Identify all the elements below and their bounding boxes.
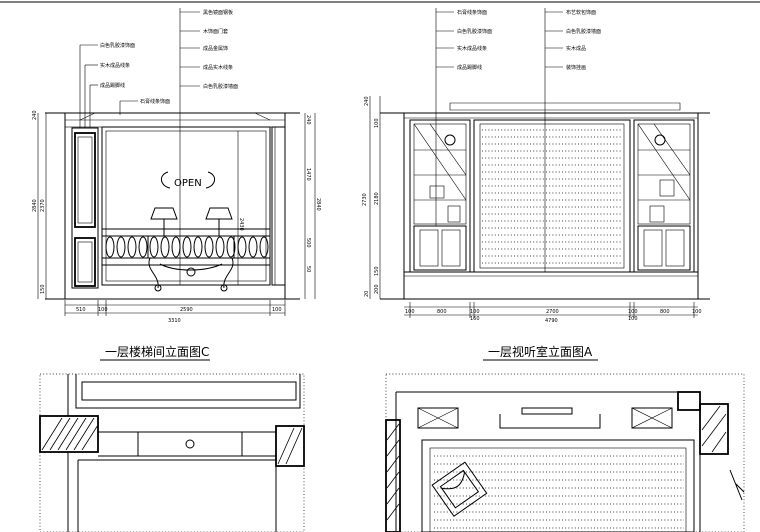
- svg-text:白色乳胶漆饰面: 白色乳胶漆饰面: [100, 42, 135, 49]
- right-dims-bottom: 100 800 100 2700 100 800 100 160 100 479…: [404, 302, 702, 324]
- title-left: 一层楼梯间立面图C: [105, 344, 209, 359]
- left-door-opening: [101, 126, 271, 286]
- svg-text:黑色镜面钢板: 黑色镜面钢板: [203, 9, 233, 16]
- plan-right: [385, 373, 745, 532]
- svg-text:800: 800: [660, 309, 670, 315]
- svg-text:成品踢脚线: 成品踢脚线: [100, 82, 125, 89]
- svg-text:2840: 2840: [315, 198, 321, 211]
- svg-text:100: 100: [628, 316, 638, 322]
- svg-text:石膏线条饰面: 石膏线条饰面: [140, 98, 170, 105]
- svg-text:100: 100: [405, 309, 415, 315]
- title-right: 一层视听室立面图A: [488, 344, 593, 359]
- svg-text:800: 800: [437, 309, 447, 315]
- console-table: [147, 235, 235, 259]
- svg-text:白色乳胶漆墙面: 白色乳胶漆墙面: [566, 28, 601, 35]
- right-notes-right: 布艺软包饰面 白色乳胶漆墙面 实木成品 装饰挂画: [545, 9, 601, 71]
- svg-text:100: 100: [628, 309, 638, 315]
- svg-text:100: 100: [692, 309, 702, 315]
- lamp-shade-left: [150, 207, 178, 220]
- right-notes-left: 石膏线条饰面 白色乳胶漆饰面 实木成品线条 成品踢脚线: [436, 9, 492, 71]
- left-notes-top: 黑色镜面钢板 木饰面门套 成品金属饰 成品实木线条 白色乳胶漆墙面: [180, 9, 238, 90]
- sign-text: OPEN: [174, 178, 202, 189]
- left-dims-left: 240 2370 2840 150: [32, 110, 47, 299]
- svg-text:510: 510: [76, 307, 86, 313]
- svg-text:3310: 3310: [168, 318, 181, 324]
- svg-text:2730: 2730: [362, 193, 368, 206]
- svg-text:布艺软包饰面: 布艺软包饰面: [566, 9, 596, 16]
- left-cabinet: [409, 119, 471, 273]
- svg-text:成品实木线条: 成品实木线条: [203, 64, 233, 71]
- center-soft-panel: [473, 119, 631, 273]
- svg-text:50: 50: [305, 266, 311, 272]
- left-notes-left: 白色乳胶漆饰面 实木成品线条 成品踢脚线 石膏线条饰面: [79, 42, 170, 128]
- left-elevation: OPEN 2430 黑色镜面钢板 木: [32, 8, 321, 361]
- svg-text:4790: 4790: [545, 318, 558, 324]
- balustrade: [101, 228, 271, 266]
- armchair-plan: [431, 461, 488, 517]
- svg-text:2840: 2840: [32, 199, 38, 212]
- svg-text:160: 160: [470, 316, 480, 322]
- right-dims-left: 240 100 2180 2730 150 200 20: [362, 96, 381, 299]
- plan-left: [39, 373, 305, 532]
- svg-text:实木成品: 实木成品: [566, 45, 586, 52]
- left-dims-right: 240 1470 2840 500 50: [304, 113, 321, 299]
- svg-text:150: 150: [374, 266, 380, 276]
- svg-text:100: 100: [272, 307, 282, 313]
- svg-text:成品踢脚线: 成品踢脚线: [457, 64, 482, 71]
- svg-text:实木成品线条: 实木成品线条: [457, 45, 487, 52]
- svg-text:木饰面门套: 木饰面门套: [203, 28, 228, 35]
- svg-text:150: 150: [40, 284, 46, 294]
- left-wall-panel: [71, 127, 99, 289]
- svg-text:1470: 1470: [305, 168, 311, 181]
- left-dims-bottom: 510 100 2590 100 3310: [64, 300, 286, 324]
- svg-text:石膏线条饰面: 石膏线条饰面: [457, 9, 487, 16]
- svg-text:500: 500: [305, 238, 311, 248]
- svg-text:240: 240: [364, 96, 370, 106]
- svg-text:100: 100: [374, 118, 380, 128]
- console-plan: [137, 431, 243, 457]
- svg-text:白色乳胶漆饰面: 白色乳胶漆饰面: [457, 28, 492, 35]
- svg-text:2180: 2180: [374, 192, 380, 205]
- dim-inner: 2430: [238, 218, 244, 231]
- svg-text:2370: 2370: [40, 199, 46, 212]
- svg-text:100: 100: [98, 307, 108, 313]
- svg-text:成品金属饰: 成品金属饰: [203, 45, 228, 52]
- lamp-shade-right: [205, 207, 233, 220]
- svg-text:240: 240: [305, 115, 311, 125]
- svg-text:实木成品线条: 实木成品线条: [100, 62, 130, 69]
- svg-text:240: 240: [32, 110, 38, 120]
- svg-text:白色乳胶漆墙面: 白色乳胶漆墙面: [203, 83, 238, 90]
- svg-text:装饰挂画: 装饰挂画: [566, 64, 586, 71]
- svg-text:2590: 2590: [180, 307, 193, 313]
- svg-text:2700: 2700: [546, 309, 559, 315]
- svg-text:200: 200: [374, 284, 380, 294]
- svg-text:100: 100: [470, 309, 480, 315]
- right-elevation: 石膏线条饰面 白色乳胶漆饰面 实木成品线条 成品踢脚线 布艺软包饰面 白色乳胶漆…: [362, 8, 710, 361]
- svg-text:20: 20: [364, 291, 370, 297]
